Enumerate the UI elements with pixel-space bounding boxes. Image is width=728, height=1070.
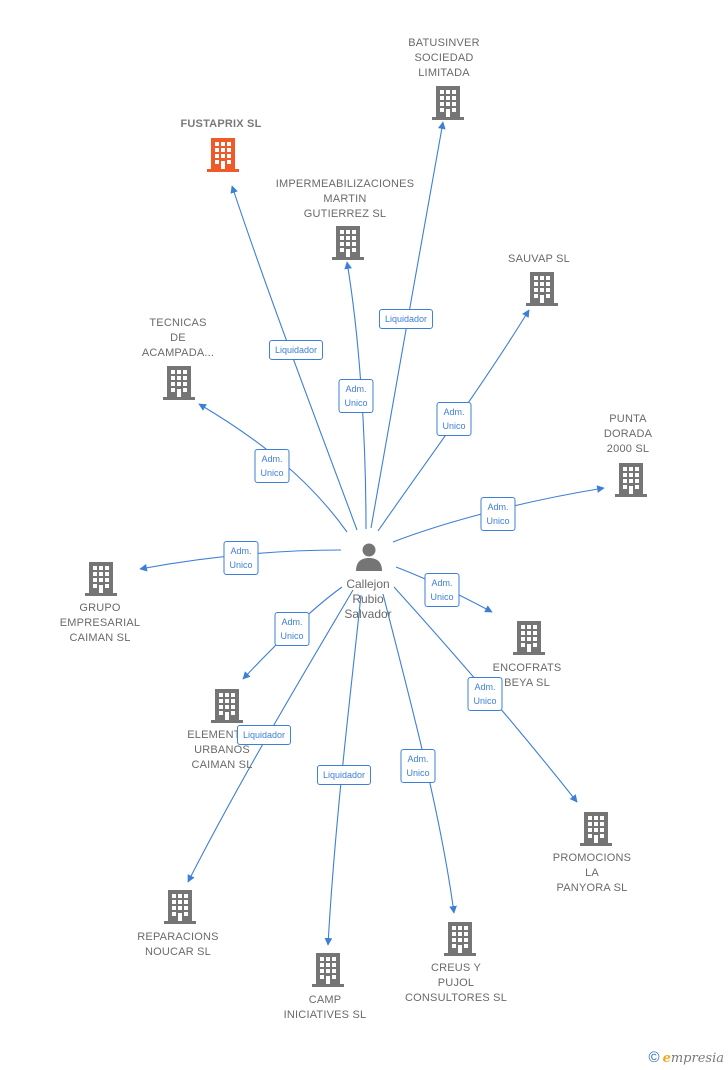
- relation-badge-reparacions: Liquidador: [236, 725, 292, 745]
- company-label-reparacions[interactable]: REPARACIONS NOUCAR SL: [137, 931, 219, 958]
- relation-badge-encofrats: Adm. Unico: [424, 573, 460, 607]
- company-label-camp[interactable]: CAMP INICIATIVES SL: [283, 994, 367, 1021]
- edge-batusinver: [370, 121, 446, 529]
- building-icon-encofrats[interactable]: [513, 621, 545, 655]
- relation-badge-creus: Adm. Unico: [400, 749, 436, 783]
- building-icon-batusinver[interactable]: [432, 86, 464, 120]
- company-label-sauvap[interactable]: SAUVAP SL: [508, 253, 570, 265]
- building-icon-sauvap[interactable]: [526, 272, 558, 306]
- company-label-batusinver[interactable]: BATUSINVER SOCIEDAD LIMITADA: [408, 37, 480, 79]
- brand-logo: empresia: [662, 1050, 724, 1066]
- building-icon-elementos[interactable]: [211, 689, 243, 723]
- relation-badge-batusinver: Liquidador: [378, 309, 434, 329]
- relation-badge-punta-dorada: Adm. Unico: [480, 497, 516, 531]
- relation-badge-impermeabilizaciones: Adm. Unico: [338, 379, 374, 413]
- relation-badge-grupo-empresarial: Adm. Unico: [223, 541, 259, 575]
- building-icon-punta-dorada[interactable]: [615, 463, 647, 497]
- building-icon-reparacions[interactable]: [164, 890, 196, 924]
- company-label-tecnicas[interactable]: TECNICAS DE ACAMPADA...: [141, 317, 215, 359]
- edge-fustaprix: [230, 185, 358, 531]
- building-icon-promociones[interactable]: [580, 812, 612, 846]
- company-label-punta-dorada[interactable]: PUNTA DORADA 2000 SL: [603, 413, 653, 455]
- company-label-grupo-empresarial[interactable]: GRUPO EMPRESARIAL CAIMAN SL: [59, 602, 141, 644]
- building-icon-tecnicas[interactable]: [163, 366, 195, 400]
- relation-badge-tecnicas: Adm. Unico: [254, 449, 290, 483]
- relation-badge-elementos: Adm. Unico: [274, 612, 310, 646]
- company-label-encofrats[interactable]: ENCOFRATS BEYA SL: [492, 662, 562, 689]
- building-icon-grupo-empresarial[interactable]: [85, 562, 117, 596]
- building-icon-impermeabilizaciones[interactable]: [332, 226, 364, 260]
- person-icon[interactable]: [356, 543, 382, 572]
- company-label-impermeabilizaciones[interactable]: IMPERMEABILIZACIONES MARTIN GUTIERREZ SL: [275, 178, 415, 220]
- relation-badge-sauvap: Adm. Unico: [436, 402, 472, 436]
- company-label-fustaprix[interactable]: FUSTAPRIX SL: [180, 118, 262, 130]
- company-label-promociones[interactable]: PROMOCIONS LA PANYORA SL: [552, 852, 632, 894]
- building-icon-camp[interactable]: [312, 953, 344, 987]
- relation-badge-camp: Liquidador: [316, 765, 372, 785]
- building-icon-fustaprix[interactable]: [207, 138, 239, 172]
- company-label-creus[interactable]: CREUS Y PUJOL CONSULTORES SL: [404, 962, 508, 1004]
- center-person-label[interactable]: Callejon Rubio Salvador: [344, 577, 392, 621]
- brand-footer: © empresia: [649, 1049, 724, 1066]
- relation-badge-fustaprix: Liquidador: [268, 340, 324, 360]
- building-icon-creus[interactable]: [444, 922, 476, 956]
- relation-badge-promociones: Adm. Unico: [467, 677, 503, 711]
- copyright-icon: ©: [648, 1049, 660, 1066]
- edge-camp: [324, 594, 362, 946]
